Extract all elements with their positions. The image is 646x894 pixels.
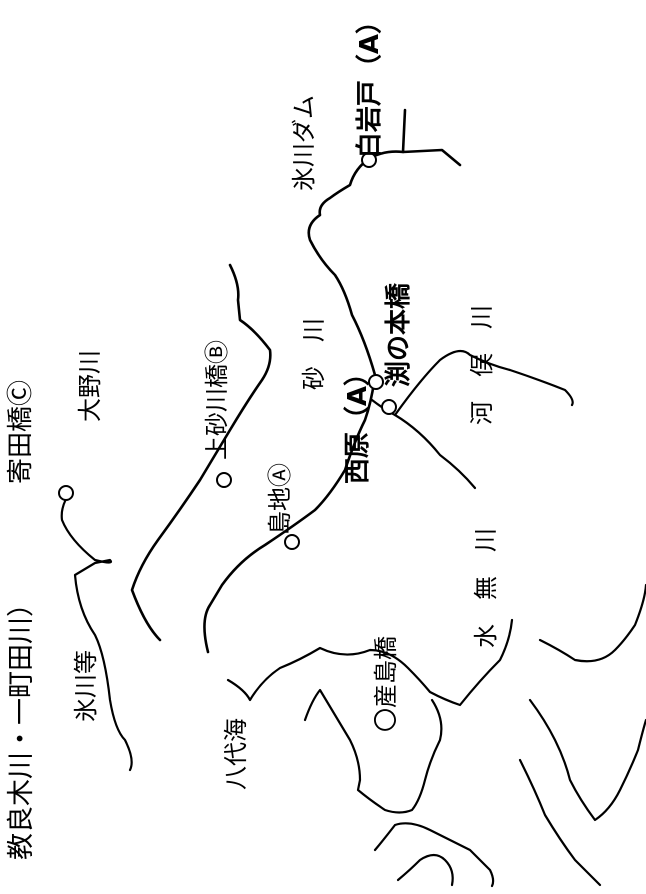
- coast-left-bottom: [396, 853, 454, 887]
- label-mizunashi-gawa: 水 無 川: [472, 528, 500, 648]
- coast-lower: [373, 822, 495, 888]
- label-kawamata-gawa: 河 俣 川: [468, 305, 496, 425]
- label-fuchino-motobashi: 渕の本橋: [384, 283, 414, 388]
- station-nishihara: [368, 374, 384, 390]
- river-sunagawa: [130, 263, 272, 642]
- label-nishihara: 西原（A）: [343, 360, 373, 485]
- station-shimachi: [284, 534, 300, 550]
- label-hikawa-etc: 氷川等: [72, 650, 100, 722]
- river-oono: [60, 488, 133, 772]
- label-kamisunagawa-bashi: 上砂川橋Ⓑ: [203, 340, 231, 460]
- river-branch-fuchi: [393, 413, 477, 490]
- label-oono-gawa: 大野川: [76, 350, 104, 422]
- label-hikawa-dam: 氷川ダム: [290, 95, 318, 191]
- label-yoritabashi: 寄田橋Ⓒ: [6, 380, 36, 485]
- coast-upper: [226, 618, 514, 707]
- label-title-rivers: 教良木川・一町田川）: [6, 590, 37, 860]
- label-shimashima-bashi: 〇産島橋: [372, 636, 400, 732]
- label-shimachi: 島地Ⓐ: [266, 463, 294, 535]
- river-upper-shiroiwado: [401, 108, 462, 167]
- label-yatsushiro-kai: 八代海: [222, 718, 250, 790]
- coast-far: [538, 583, 646, 663]
- station-fuchino: [381, 399, 397, 415]
- label-shiroiwado: 白岩戸（A）: [355, 8, 385, 159]
- label-sunagawa: 砂 川: [300, 318, 328, 390]
- coast-bottom-right: [528, 698, 646, 822]
- coast-middle: [303, 688, 443, 814]
- station-yorita: [58, 485, 74, 501]
- river-hikawa-main: [203, 150, 405, 654]
- coast-bottom-right-2: [518, 758, 602, 887]
- station-kamisunagawa: [216, 472, 232, 488]
- station-shiroiwado: [361, 152, 377, 168]
